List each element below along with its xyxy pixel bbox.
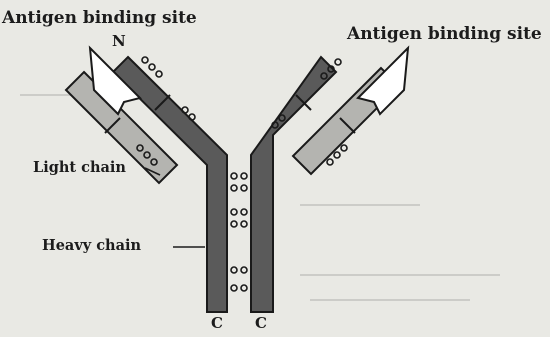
label-antigen-binding-site-left: Antigen binding site	[2, 10, 197, 27]
heavy-chain-right	[251, 57, 336, 312]
label-heavy-chain: Heavy chain	[42, 239, 141, 254]
label-c-terminal-right: C	[255, 316, 267, 331]
hinge-disulfide-bonds	[231, 173, 247, 291]
label-n-terminal: N	[112, 34, 126, 49]
label-c-terminal-left: C	[211, 316, 223, 331]
label-antigen-binding-site-right: Antigen binding site	[347, 26, 542, 43]
label-light-chain: Light chain	[33, 161, 126, 176]
